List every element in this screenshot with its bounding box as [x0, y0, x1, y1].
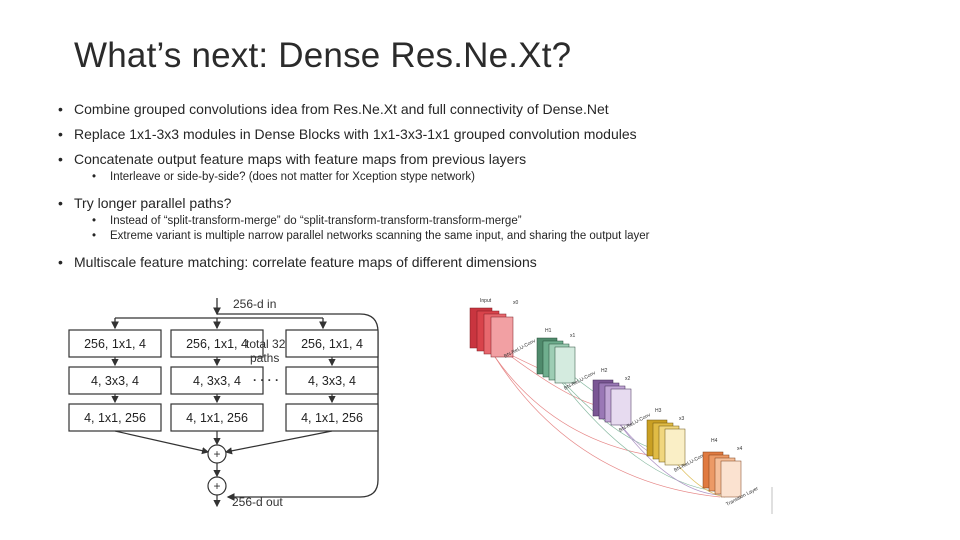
sub-bullet-interleave: Interleave or side-by-side? (does not ma… [92, 170, 938, 185]
block-input-red [469, 307, 514, 358]
x2-label: x2 [625, 376, 631, 382]
input-text: Input [480, 298, 492, 304]
bullet-longer-paths: Try longer parallel paths? [58, 194, 938, 212]
slide-title: What’s next: Dense Res.Ne.Xt? [74, 36, 572, 75]
path-1-box-2: 4, 3x3, 4 [91, 374, 139, 388]
resnext-block-diagram: 256-d in 256, 1x1, 4 4, 3x3, 4 4, 1x1, 2… [60, 292, 400, 514]
bullet-grouped-conv: Combine grouped convolutions idea from R… [58, 100, 938, 118]
h1-label: H1 [545, 328, 552, 334]
x4-label: x4 [737, 446, 743, 452]
x1-label: x1 [570, 333, 576, 339]
h4-label: H4 [711, 438, 718, 444]
block-purple [592, 379, 632, 426]
path-3: 256, 1x1, 4 4, 3x3, 4 4, 1x1, 256 [285, 329, 379, 432]
path-2-box-2: 4, 3x3, 4 [193, 374, 241, 388]
path-1-box-3: 4, 1x1, 256 [84, 411, 146, 425]
input-label: 256-d in [233, 297, 276, 311]
bullet-concatenate: Concatenate output feature maps with fea… [58, 150, 938, 168]
path-2-box-3: 4, 1x1, 256 [186, 411, 248, 425]
paths-label-line1: total 32 [246, 337, 286, 351]
sub-bullet-split-transform: Instead of “split-transform-merge” do “s… [92, 214, 938, 229]
h2-label: H2 [601, 368, 608, 374]
h3-label: H3 [655, 408, 662, 414]
densenet-block-diagram: Input x0 BN-ReLU-Conv H1 x1 BN-ReLU-Conv… [465, 292, 785, 517]
bullet-list: Combine grouped convolutions idea from R… [58, 100, 938, 271]
path-3-box-1: 256, 1x1, 4 [301, 337, 363, 351]
ellipsis: · · · · [253, 373, 279, 387]
x3-label: x3 [679, 416, 685, 422]
path-2-box-1: 256, 1x1, 4 [186, 337, 248, 351]
output-label: 256-d out [232, 495, 283, 509]
path-3-box-2: 4, 3x3, 4 [308, 374, 356, 388]
path-2: 256, 1x1, 4 4, 3x3, 4 4, 1x1, 256 [170, 329, 264, 432]
path-1-box-1: 256, 1x1, 4 [84, 337, 146, 351]
block-yellow [646, 419, 686, 466]
block-green [536, 337, 576, 384]
path-1: 256, 1x1, 4 4, 3x3, 4 4, 1x1, 256 [68, 329, 162, 432]
sum-node-1-plus: + [213, 447, 220, 461]
sub-bullet-extreme-variant: Extreme variant is multiple narrow paral… [92, 229, 938, 244]
paths-label-line2: paths [250, 351, 279, 365]
bullet-replace-modules: Replace 1x1-3x3 modules in Dense Blocks … [58, 125, 938, 143]
bullet-multiscale: Multiscale feature matching: correlate f… [58, 253, 938, 271]
path-3-box-3: 4, 1x1, 256 [301, 411, 363, 425]
sum-node-2-plus: + [213, 479, 220, 493]
block-orange [702, 451, 742, 498]
x0-label: x0 [513, 300, 519, 306]
